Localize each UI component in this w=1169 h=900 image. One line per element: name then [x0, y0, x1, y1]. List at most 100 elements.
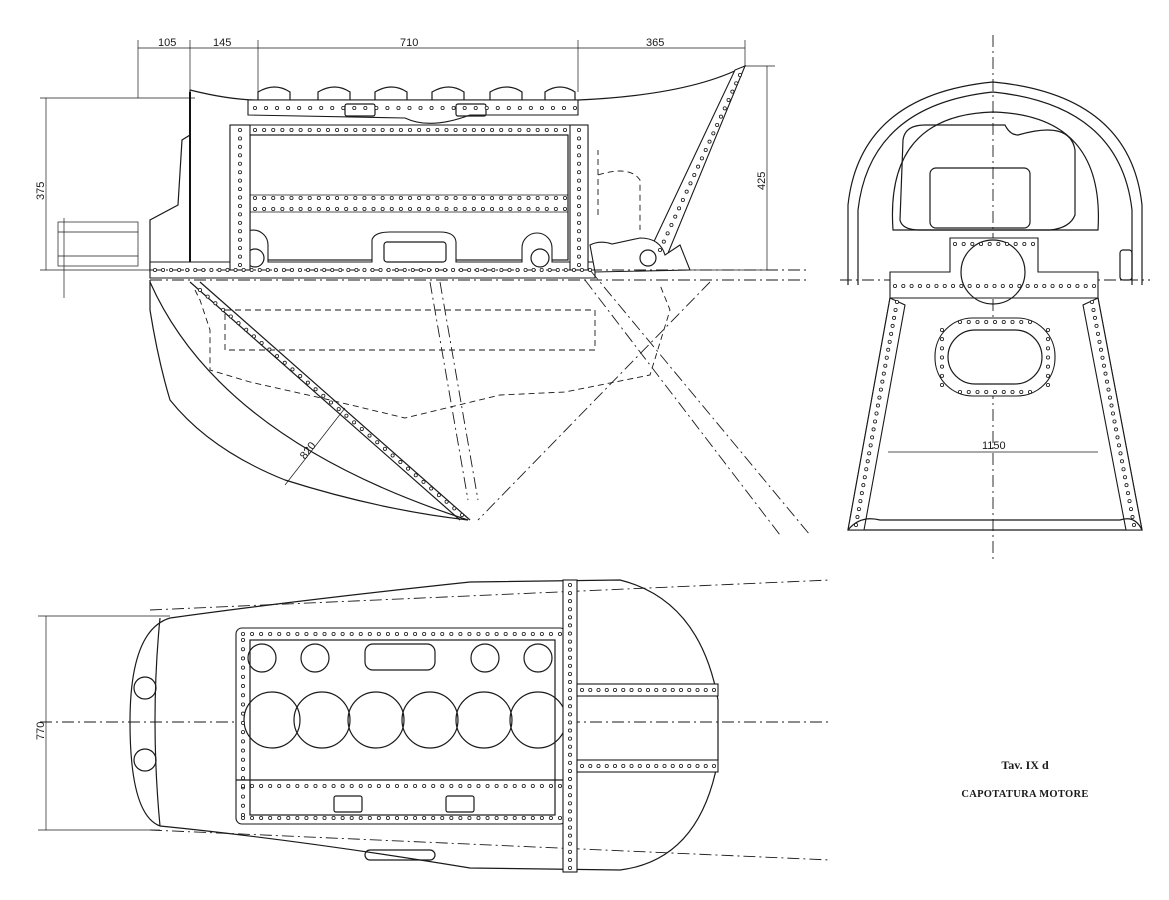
rivet	[1109, 403, 1114, 408]
side-view: 105 145 710 365 375 425	[35, 37, 811, 536]
rivet	[1114, 427, 1119, 432]
rivet	[336, 407, 341, 412]
rivet	[555, 267, 560, 272]
rivet	[1105, 379, 1110, 384]
dim-145: 145	[213, 37, 231, 49]
rivet	[568, 591, 573, 596]
rivet	[1108, 395, 1113, 400]
rivet	[240, 757, 245, 762]
rivet	[410, 267, 415, 272]
rivet	[568, 728, 573, 733]
rivet	[271, 195, 276, 200]
rivet	[385, 816, 390, 821]
rivet	[1117, 443, 1122, 448]
rivet	[449, 816, 454, 821]
rivet	[404, 816, 409, 821]
rivet	[1042, 283, 1047, 288]
rivet	[877, 395, 882, 400]
rivet	[349, 784, 354, 789]
rivet	[451, 267, 456, 272]
rivet	[436, 493, 441, 498]
rivet	[669, 222, 674, 227]
rivet	[268, 816, 273, 821]
rivet	[958, 319, 963, 324]
rivet	[462, 195, 467, 200]
rivet	[530, 816, 535, 821]
rivet	[499, 195, 504, 200]
rivet	[286, 816, 291, 821]
rivet	[177, 267, 182, 272]
dim-105: 105	[158, 37, 176, 49]
rivet	[940, 382, 945, 387]
rivet	[535, 195, 540, 200]
rivet	[862, 475, 867, 480]
rivet	[568, 744, 573, 749]
rivet	[374, 106, 379, 111]
rivet	[646, 688, 651, 693]
rivet	[890, 323, 895, 328]
rivet	[958, 389, 963, 394]
rivet	[975, 283, 980, 288]
rivet	[435, 127, 440, 132]
rivet	[577, 136, 582, 141]
rivet	[467, 632, 472, 637]
rivet	[984, 319, 989, 324]
rivet	[695, 764, 700, 769]
rivet	[528, 106, 533, 111]
rivet	[688, 181, 693, 186]
rivet	[467, 816, 472, 821]
rivet	[252, 206, 257, 211]
rivet	[1050, 283, 1055, 288]
rivet	[553, 127, 558, 132]
rivet	[568, 768, 573, 773]
rivet	[854, 523, 859, 528]
rivet	[402, 267, 407, 272]
rivet	[637, 764, 642, 769]
rivet	[953, 241, 958, 246]
rivet	[568, 607, 573, 612]
rivet	[473, 106, 478, 111]
rivet	[703, 688, 708, 693]
rivet	[1019, 389, 1024, 394]
rivet	[893, 283, 898, 288]
rivet	[550, 106, 555, 111]
rivet	[407, 195, 412, 200]
rivet	[362, 267, 367, 272]
rivet	[298, 374, 303, 379]
rivet	[613, 688, 618, 693]
rivet	[429, 106, 434, 111]
rivet	[240, 739, 245, 744]
rivet	[568, 631, 573, 636]
rivet	[1000, 283, 1005, 288]
rivet	[855, 515, 860, 520]
rivet	[221, 307, 226, 312]
rivet	[237, 127, 242, 132]
rivet	[352, 420, 357, 425]
rivet	[268, 784, 273, 789]
rivet	[1025, 283, 1030, 288]
rivet	[440, 784, 445, 789]
rivet	[352, 106, 357, 111]
rivet	[499, 206, 504, 211]
rivet	[240, 702, 245, 707]
rivet	[244, 327, 249, 332]
rivet	[271, 206, 276, 211]
rivet	[684, 189, 689, 194]
rivet	[367, 433, 372, 438]
rivet	[389, 195, 394, 200]
rivet	[297, 106, 302, 111]
plate-caption: Tav. IX d CAPOTATURA MOTORE	[945, 758, 1105, 800]
rivet	[887, 339, 892, 344]
rivet	[313, 784, 318, 789]
rivet	[563, 206, 568, 211]
rivet	[1058, 283, 1063, 288]
rivet	[453, 195, 458, 200]
rivet	[237, 220, 242, 225]
rivet	[282, 360, 287, 365]
rivet	[322, 267, 327, 272]
rivet	[362, 206, 367, 211]
rivet	[297, 267, 302, 272]
rivet	[240, 776, 245, 781]
rivet	[385, 106, 390, 111]
